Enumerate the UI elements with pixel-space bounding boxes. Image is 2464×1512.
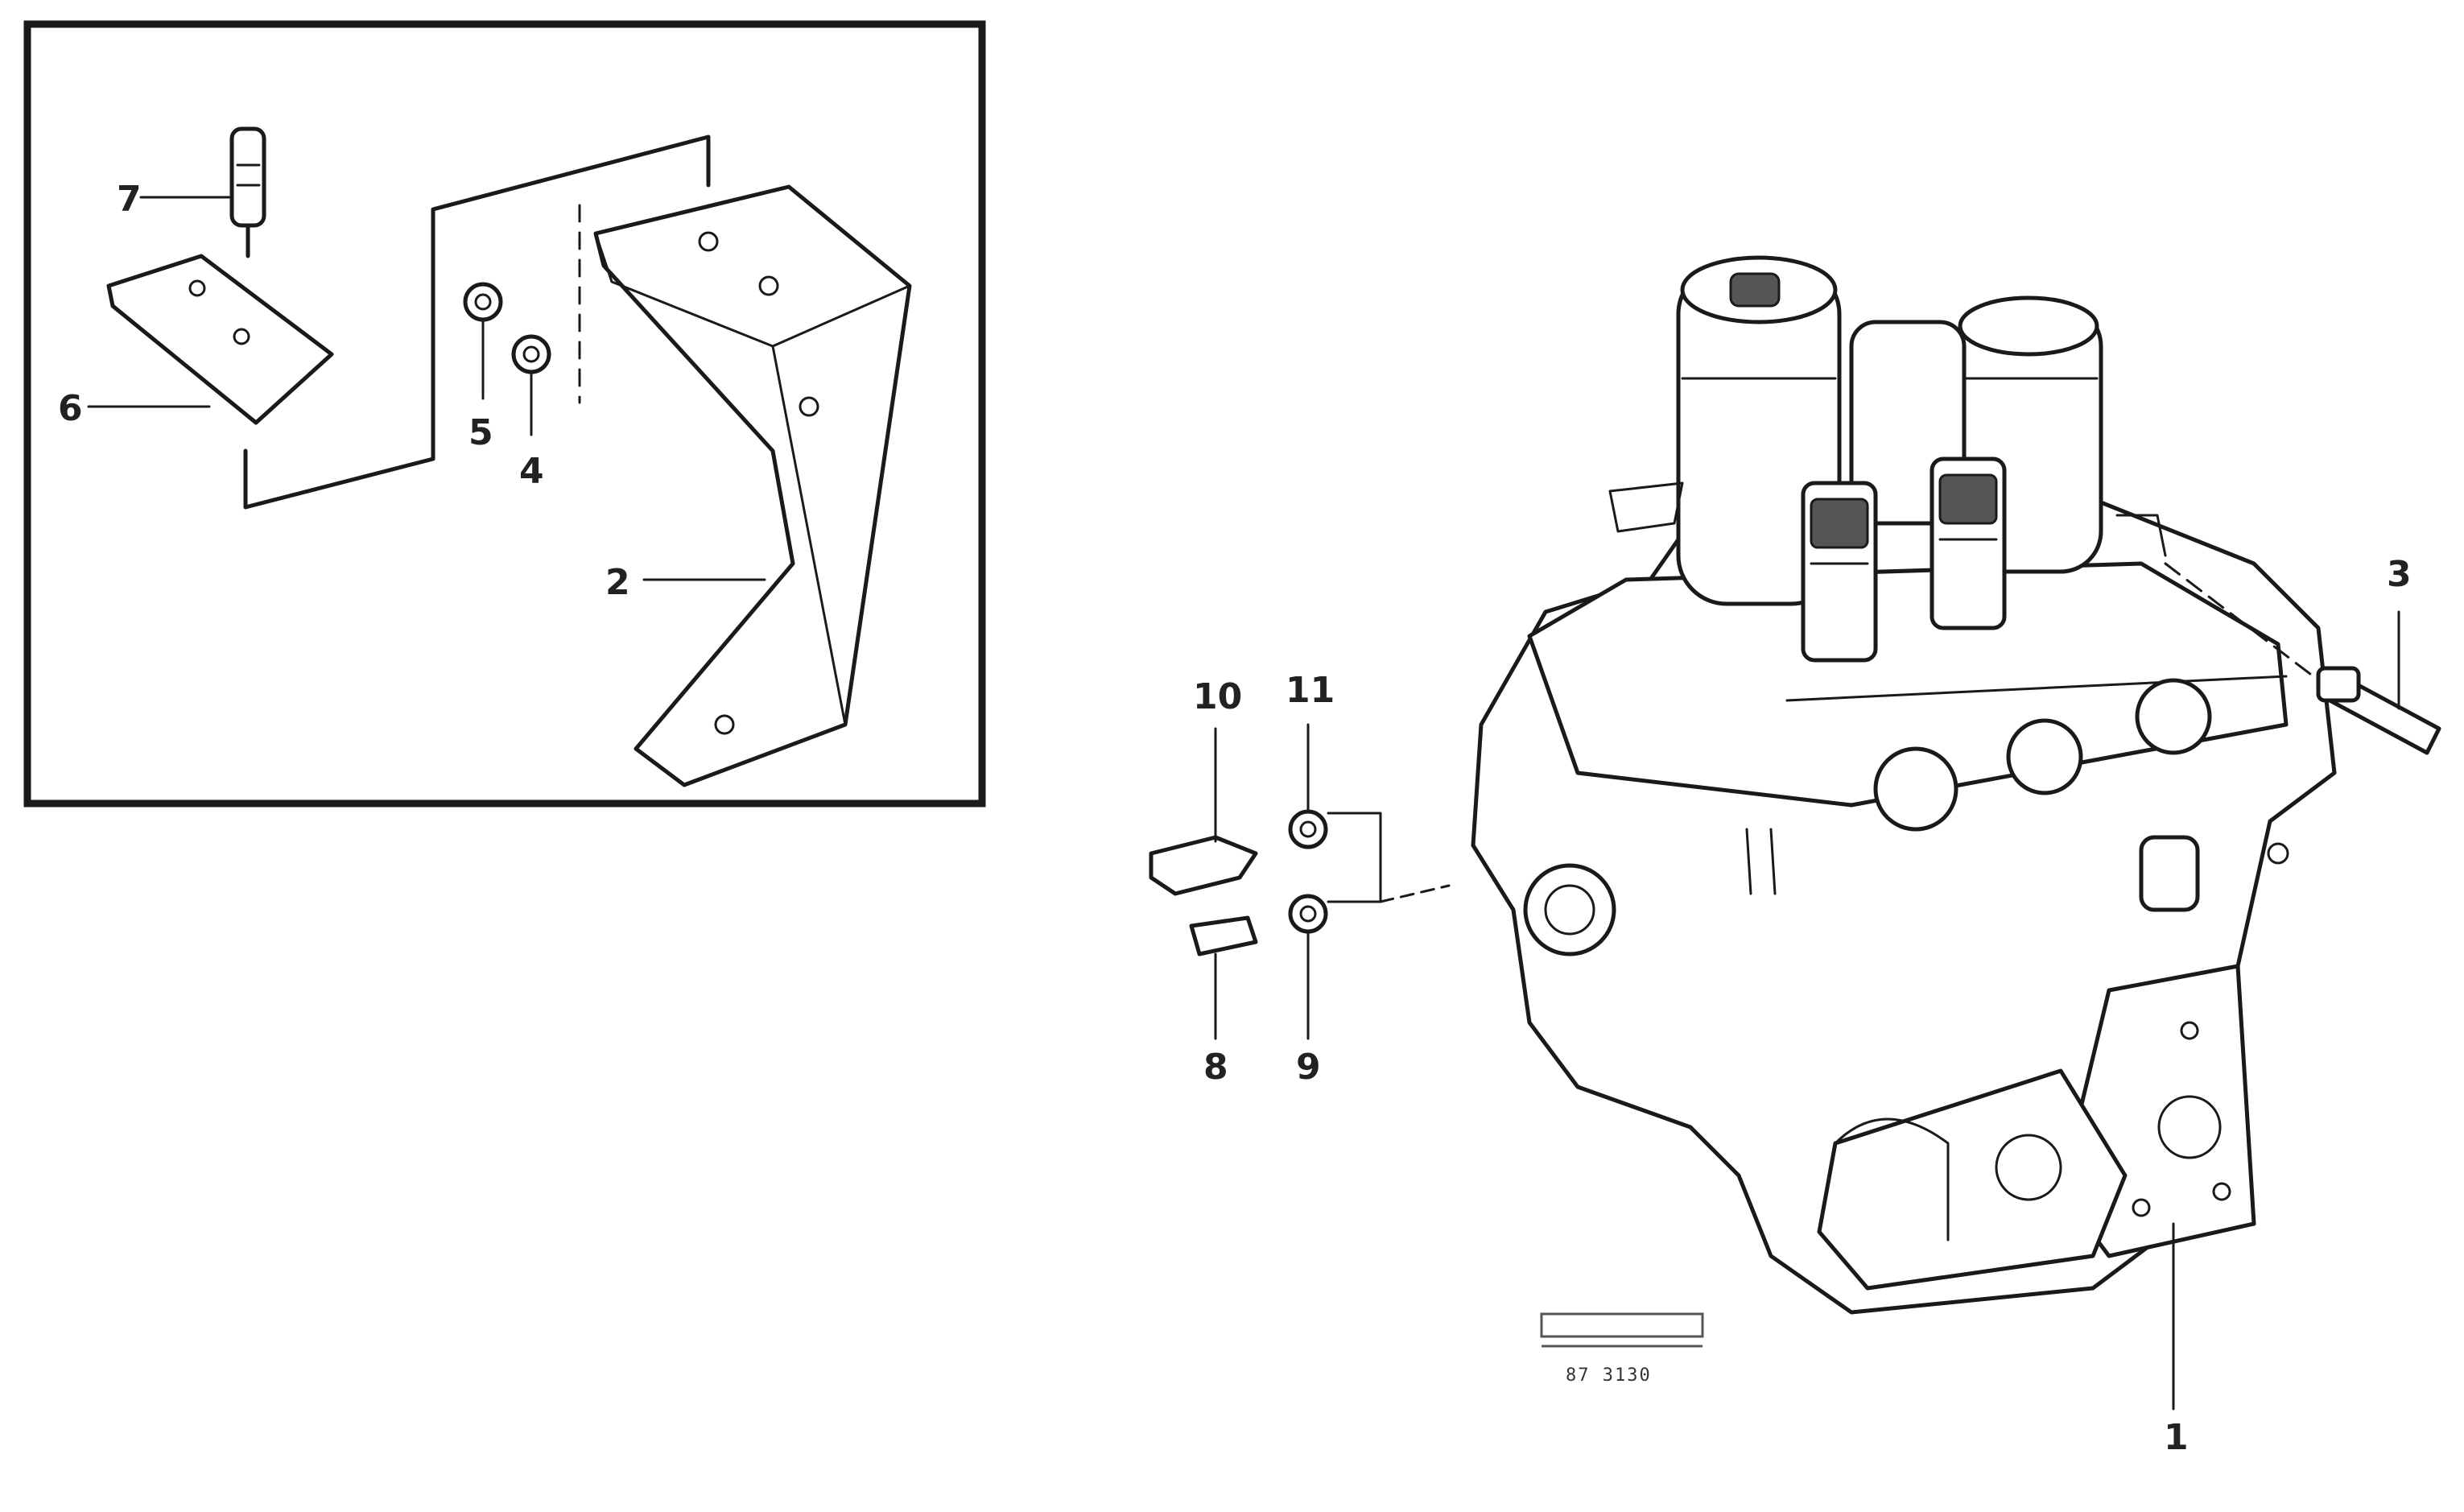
control-valve-assembly — [1471, 255, 2337, 1315]
callout-1: 1 — [2164, 1417, 2189, 1458]
clip-part-10 — [1149, 835, 1258, 896]
plate-part — [106, 254, 334, 425]
port-2 — [2006, 718, 2083, 795]
callout-10: 10 — [1193, 676, 1242, 717]
drawing-code-block: 87 3130 — [1540, 1312, 1704, 1386]
washer-part-8 — [1189, 915, 1258, 956]
port-1 — [1873, 746, 1958, 832]
small-parts-group — [1149, 809, 1451, 956]
inset-detail: 7 6 5 4 2 — [23, 20, 986, 808]
leader-lines-main — [1214, 723, 2175, 1411]
callout-6: 6 — [58, 388, 83, 429]
connector-2 — [1930, 456, 2007, 630]
callout-7: 7 — [117, 179, 142, 220]
inset-frame — [23, 20, 986, 808]
callout-5: 5 — [468, 412, 493, 453]
mount-plane-outline — [243, 134, 711, 510]
callout-3: 3 — [2387, 554, 2412, 595]
bolt-part-3 — [2164, 562, 2441, 755]
callout-4: 4 — [519, 451, 544, 492]
callout-9: 9 — [1296, 1047, 1321, 1088]
lower-housing — [1817, 1068, 2128, 1291]
connector-1 — [1801, 481, 1878, 663]
nut-washer-parts — [463, 282, 551, 436]
callout-2: 2 — [605, 562, 630, 603]
drawing-code: 87 3130 — [1566, 1365, 1652, 1386]
nut-part-9 — [1288, 894, 1328, 934]
solenoid-left — [1676, 255, 1842, 606]
bracket-part — [593, 184, 912, 787]
callout-8: 8 — [1203, 1047, 1228, 1088]
port-3 — [2135, 678, 2212, 755]
callout-11: 11 — [1286, 670, 1335, 711]
bolt-part-inset — [229, 126, 266, 258]
nut-part-11 — [1288, 809, 1328, 849]
inlet-port — [1523, 863, 1616, 956]
fitting — [2139, 835, 2200, 912]
